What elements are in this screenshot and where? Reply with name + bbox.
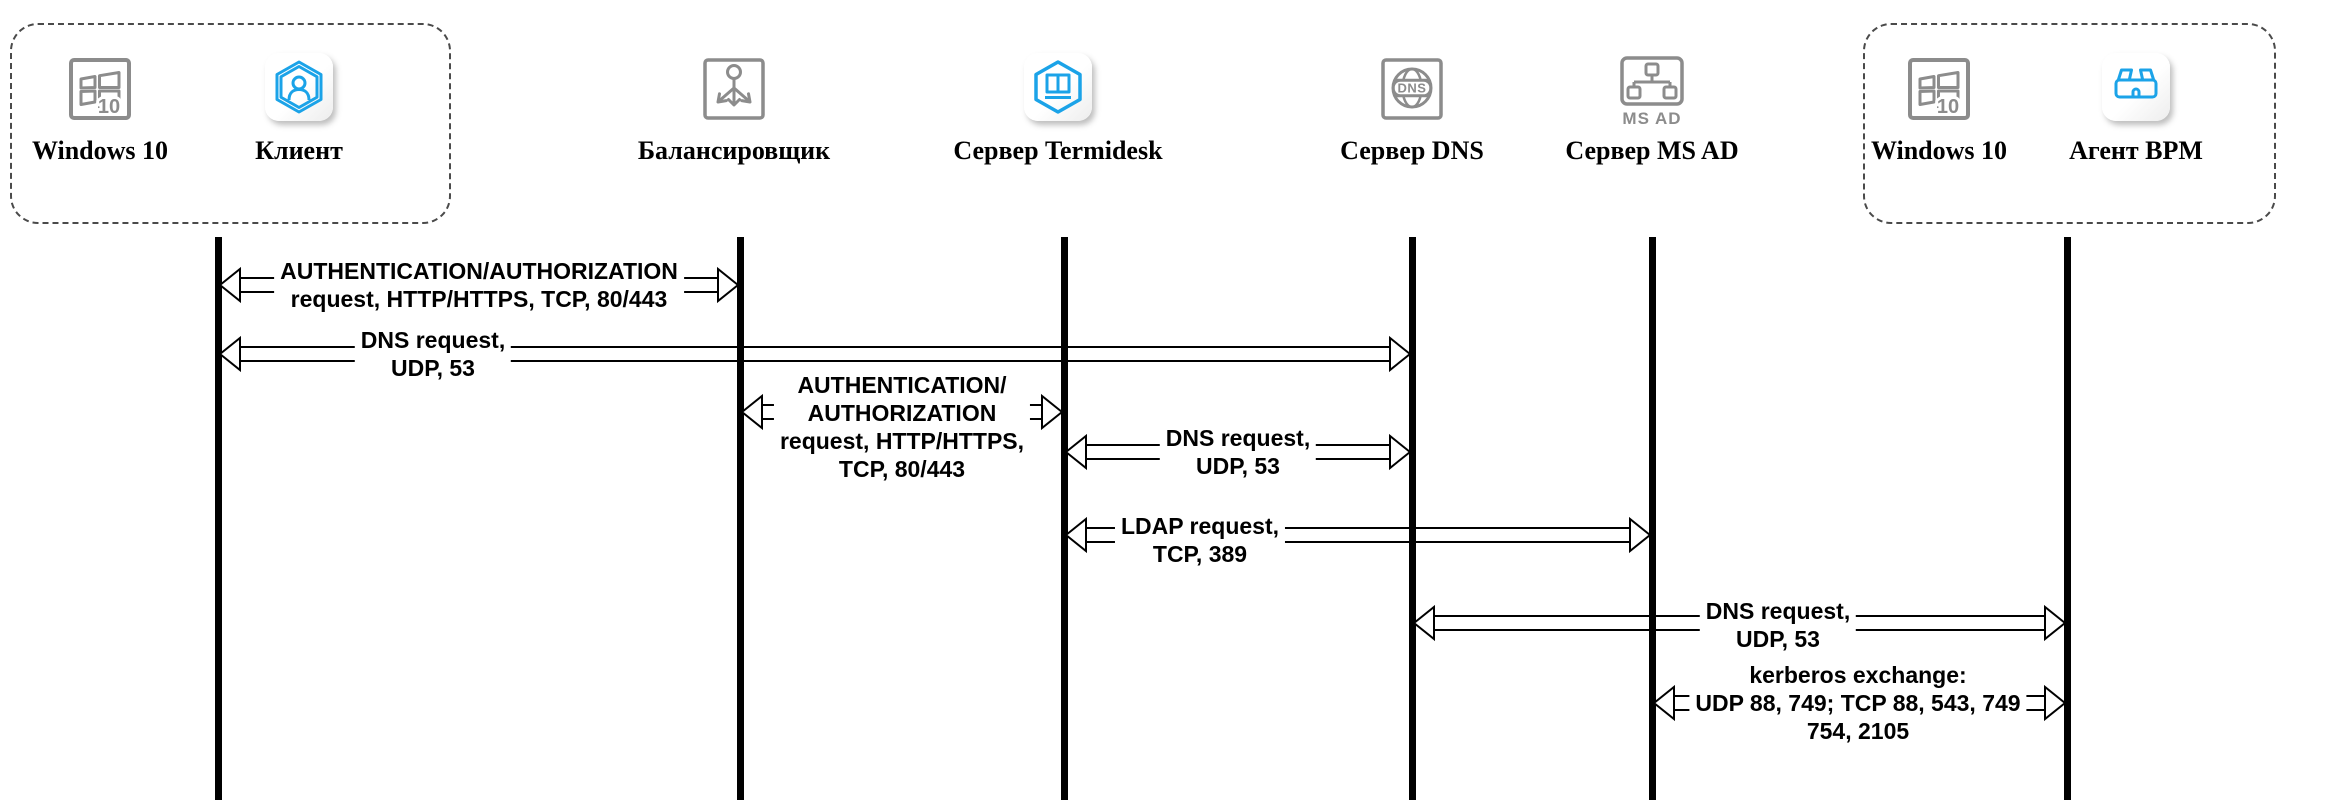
message-label-line: AUTHENTICATION/AUTHORIZATION [280, 258, 678, 284]
client-icon [265, 53, 333, 121]
message-label-line: TCP, 80/443 [838, 456, 966, 482]
actor-msad-server: MS AD Сервер MS AD [1532, 0, 1772, 185]
actor-label: Windows 10 [1870, 136, 2008, 165]
icon-tile [265, 53, 333, 121]
actor-label: Агент BPM [2069, 136, 2203, 165]
windows10-icon: 10 [68, 57, 132, 126]
actor-balancer: Балансировщик [614, 0, 854, 185]
message-label-line: AUTHENTICATION/ [797, 372, 1007, 398]
actor-label: Балансировщик [637, 136, 831, 165]
msad-icon: MS AD [1620, 56, 1684, 135]
bpm-icon [2102, 53, 2170, 121]
lifeline-1 [214, 237, 222, 800]
group-box-agent-workstation [1863, 23, 2276, 224]
actor-windows10-left: 10 Windows 10 [0, 0, 220, 185]
message-label-line: 754, 2105 [1806, 718, 1910, 744]
message-label-line: request, HTTP/HTTPS, TCP, 80/443 [290, 286, 668, 312]
message-label-5: LDAP request,TCP, 389 [1114, 512, 1286, 568]
icon-tile [2102, 53, 2170, 121]
icon-tile [1024, 53, 1092, 121]
message-label-line: UDP, 53 [391, 355, 475, 381]
svg-text:10: 10 [1937, 96, 1959, 118]
lifeline-6 [2063, 237, 2071, 800]
actor-bpm-agent: Агент BPM [2016, 0, 2256, 185]
message-label-line: request, HTTP/HTTPS, [779, 428, 1025, 454]
lifeline-5 [1648, 237, 1656, 800]
message-label-line: LDAP request, [1120, 513, 1280, 539]
group-box-client-workstation [10, 23, 451, 224]
svg-text:MS AD: MS AD [1622, 109, 1681, 128]
balancer-icon [702, 57, 766, 126]
actor-termidesk-server: Сервер Termidesk [938, 0, 1178, 185]
actor-label: Windows 10 [31, 136, 169, 165]
message-label-line: kerberos exchange: [1749, 662, 1967, 688]
message-label-line: DNS request, [360, 327, 506, 353]
message-label-line: DNS request, [1165, 425, 1311, 451]
actor-dns-server: DNS Сервер DNS [1292, 0, 1532, 185]
message-label-line: UDP, 53 [1736, 626, 1820, 652]
message-label-line: TCP, 389 [1152, 541, 1248, 567]
actor-label: Клиент [255, 136, 343, 165]
lifeline-4 [1408, 237, 1416, 800]
actor-label: Сервер DNS [1340, 136, 1484, 165]
lifeline-3 [1060, 237, 1068, 800]
windows10-icon: 10 [1907, 57, 1971, 126]
message-label-line: UDP, 53 [1196, 453, 1280, 479]
message-label-line: UDP 88, 749; TCP 88, 543, 749 [1695, 690, 2021, 716]
svg-text:10: 10 [98, 96, 120, 118]
message-label-4: DNS request,UDP, 53 [1159, 424, 1317, 480]
message-label-6: DNS request,UDP, 53 [1699, 597, 1857, 653]
actor-client: Клиент [179, 0, 419, 185]
dns-icon: DNS [1380, 57, 1444, 126]
actor-label: Сервер Termidesk [953, 136, 1163, 165]
svg-text:DNS: DNS [1398, 81, 1427, 96]
actor-windows10-right: 10 Windows 10 [1819, 0, 2059, 185]
message-label-line: DNS request, [1705, 598, 1851, 624]
termidesk-icon [1024, 53, 1092, 121]
actor-label: Сервер MS AD [1565, 136, 1739, 165]
message-label-7: kerberos exchange:UDP 88, 749; TCP 88, 5… [1689, 661, 2027, 745]
message-label-2: DNS request,UDP, 53 [354, 326, 512, 382]
message-label-line: AUTHORIZATION [807, 400, 997, 426]
lifeline-2 [736, 237, 744, 800]
